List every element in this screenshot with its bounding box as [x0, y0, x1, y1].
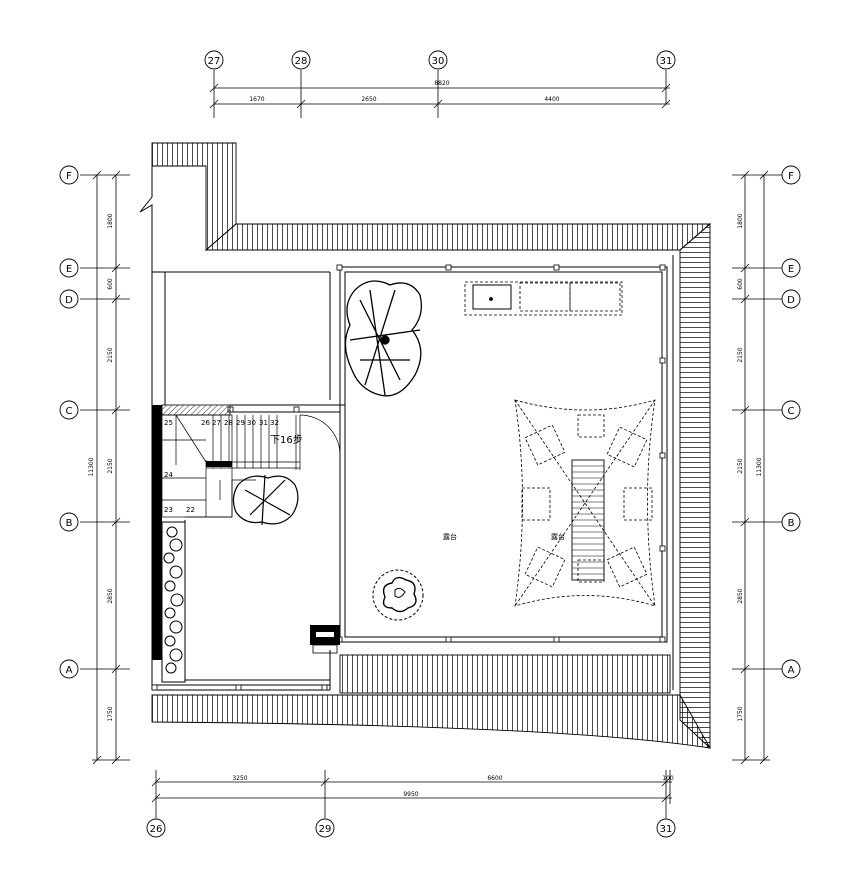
- dim-right-ba: 2850: [737, 588, 744, 603]
- step-25: 25: [164, 419, 173, 427]
- boulder-planter-icon: [372, 569, 424, 621]
- dim-left-ed: 600: [107, 278, 114, 290]
- shrub-planting-strip: [161, 521, 186, 683]
- dim-right-ed: 600: [737, 278, 744, 290]
- grid-label-c-left: C: [66, 406, 73, 417]
- stair-down-label: 下16步: [270, 434, 303, 446]
- dim-left-dc: 2150: [107, 347, 114, 362]
- dim-right-overall: 11300: [756, 457, 763, 476]
- grid-label-d-right: D: [787, 295, 795, 306]
- step-31: 31: [259, 419, 268, 427]
- step-22: 22: [186, 506, 195, 514]
- left-dimension-lines: [80, 170, 130, 765]
- grid-label-d-left: D: [65, 295, 73, 306]
- dim-left-cb: 2150: [107, 458, 114, 473]
- grid-label-26: 26: [150, 824, 163, 835]
- grid-label-b-right: B: [788, 518, 795, 529]
- step-28: 28: [224, 419, 233, 427]
- grid-label-30: 30: [432, 56, 445, 67]
- dim-left-a-end: 1750: [107, 706, 114, 721]
- dim-bottom-seg1: 3250: [232, 775, 247, 782]
- dim-bottom-seg3: 100: [662, 775, 674, 782]
- equipment-box: [310, 625, 340, 654]
- grid-label-29: 29: [319, 824, 332, 835]
- grid-label-31-bottom: 31: [660, 824, 673, 835]
- dim-left-ba: 2850: [107, 588, 114, 603]
- dim-top-seg1: 1670: [249, 96, 264, 103]
- grid-label-f-right: F: [788, 171, 794, 182]
- dim-right-dc: 2150: [737, 347, 744, 362]
- pergola-dining-area: [514, 399, 656, 607]
- dim-top-seg3: 4400: [544, 96, 559, 103]
- dim-right-cb: 2150: [737, 458, 744, 473]
- grid-label-28: 28: [295, 56, 308, 67]
- parapet-posts: [151, 264, 666, 691]
- dim-top-overall: 8820: [434, 80, 449, 87]
- dim-right-fe: 1800: [737, 213, 744, 228]
- top-dimension-lines: [209, 70, 671, 118]
- bottom-dimension-lines: [151, 770, 672, 818]
- step-32: 32: [270, 419, 279, 427]
- roof-eaves: [151, 142, 712, 750]
- dim-top-seg2: 2650: [361, 96, 376, 103]
- step-29: 29: [236, 419, 245, 427]
- step-30: 30: [247, 419, 256, 427]
- tree-small-icon: [232, 474, 299, 526]
- right-grid-bubbles: F E D C B A: [781, 165, 801, 679]
- grid-label-31-top: 31: [660, 56, 673, 67]
- terrace-label-center: 露台: [443, 532, 457, 541]
- step-27: 27: [212, 419, 221, 427]
- bottom-grid-bubbles: 26 29 31: [146, 818, 676, 838]
- grid-label-a-left: A: [66, 665, 73, 676]
- dim-left-overall: 11300: [88, 457, 95, 476]
- right-dimension-texts: 1800 600 2150 2150 2850 1750 11300: [737, 213, 763, 721]
- dim-bottom-overall: 9950: [403, 791, 418, 798]
- step-24: 24: [164, 471, 173, 479]
- grid-label-e-right: E: [788, 264, 794, 275]
- grid-label-e-left: E: [66, 264, 72, 275]
- outdoor-kitchen-counter: [464, 281, 623, 316]
- grid-label-c-right: C: [788, 406, 795, 417]
- grid-label-27: 27: [208, 56, 221, 67]
- dim-bottom-seg2: 6600: [487, 775, 502, 782]
- right-dimension-lines: [732, 170, 782, 765]
- tree-large-icon: [344, 280, 423, 397]
- step-26: 26: [201, 419, 210, 427]
- terrace-label-pergola: 露台: [551, 532, 565, 541]
- step-23: 23: [164, 506, 173, 514]
- dim-right-a-end: 1750: [737, 706, 744, 721]
- staircase: 25 26 27 28 29 30 31 32 24 23 22 下16步: [152, 404, 341, 660]
- stair-wall-solid: [152, 405, 162, 660]
- dim-left-fe: 1800: [107, 213, 114, 228]
- grid-label-a-right: A: [788, 665, 795, 676]
- grid-label-b-left: B: [66, 518, 73, 529]
- top-grid-bubbles: 27 28 30 31: [204, 50, 676, 70]
- left-grid-bubbles: F E D C B A: [59, 165, 79, 679]
- left-dimension-texts: 1800 600 2150 2150 2850 1750 11300: [88, 213, 114, 721]
- grid-label-f-left: F: [66, 171, 72, 182]
